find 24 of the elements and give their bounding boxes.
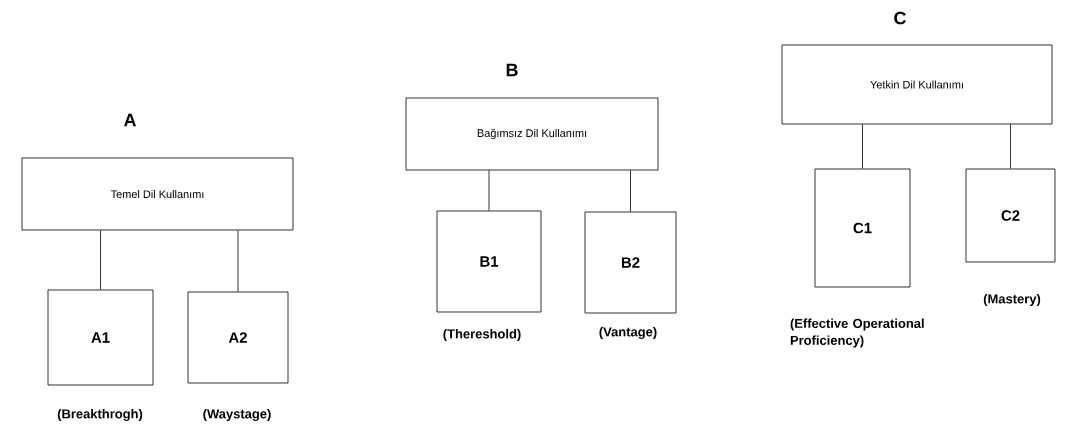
group-box: Yetkin Dil Kullanımı (781, 44, 1053, 125)
connector-line (630, 170, 631, 212)
level-box: C1 (814, 168, 911, 288)
level-caption: (Effective Operational Proficiency) (790, 318, 924, 348)
connector-line (237, 230, 239, 292)
connector-line (1010, 124, 1011, 169)
level-caption: (Waystage) (203, 408, 271, 422)
level-box: B1 (436, 210, 542, 313)
connector-line (862, 124, 863, 169)
heading: B (506, 63, 518, 77)
group-box: Bağımsız Dil Kullanımı (405, 97, 659, 171)
heading: C (894, 11, 906, 25)
heading: A (124, 113, 136, 127)
level-caption: (Mastery) (983, 293, 1041, 307)
connector-line (488, 170, 490, 211)
group-box: Temel Dil Kullanımı (21, 157, 294, 231)
level-box: A1 (47, 289, 154, 386)
level-box: A2 (187, 291, 289, 384)
level-caption: (Breakthrogh) (57, 408, 143, 422)
level-caption: (Thereshold) (443, 328, 521, 342)
connector-line (100, 230, 101, 290)
level-box: C2 (965, 168, 1056, 263)
level-caption: (Vantage) (599, 326, 657, 340)
level-box: B2 (584, 211, 677, 314)
